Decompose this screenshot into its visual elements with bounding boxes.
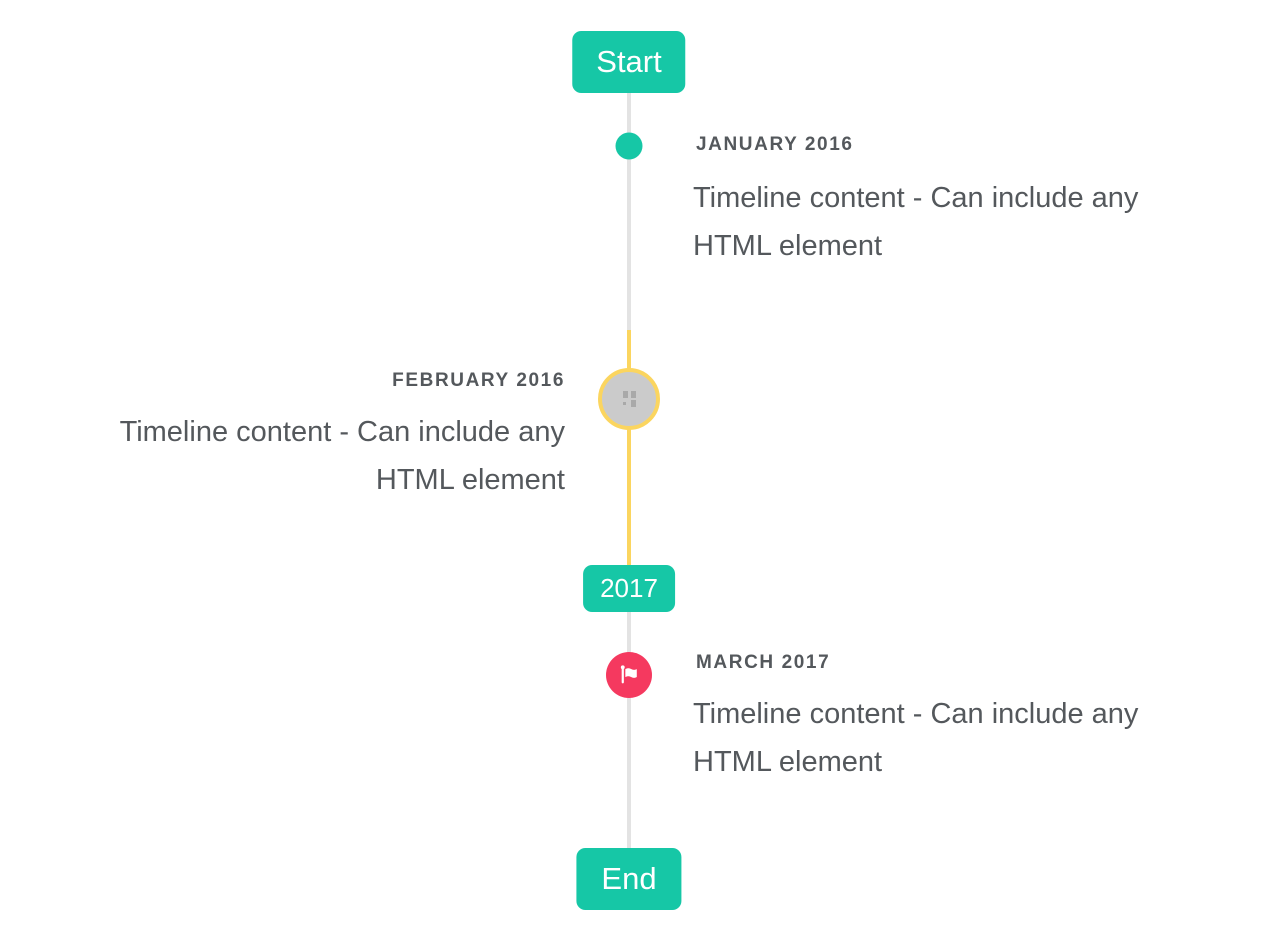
end-badge[interactable]: End: [576, 848, 682, 910]
flag-icon: [620, 665, 637, 684]
timeline-line-segment-bottom: [627, 612, 631, 848]
timeline-line-segment-top: [627, 93, 631, 330]
start-badge[interactable]: Start: [572, 31, 686, 93]
timeline-marker-february[interactable]: [598, 368, 660, 430]
item-content-line: Timeline content - Can include any: [693, 182, 1139, 214]
item-content-line: HTML element: [375, 464, 565, 496]
timeline-marker-march[interactable]: [606, 652, 652, 698]
year-badge-2017[interactable]: 2017: [583, 565, 675, 612]
item-content-line: HTML element: [693, 746, 883, 778]
item-content-january: Timeline content - Can include any HTML …: [693, 174, 1138, 270]
item-content-line: Timeline content - Can include any: [693, 698, 1139, 730]
broken-image-icon: [622, 391, 636, 407]
item-content-line: HTML element: [693, 230, 883, 262]
timeline-marker-january[interactable]: [615, 132, 643, 160]
timeline-line-segment-highlighted: [627, 330, 631, 565]
item-title-january: JANUARY 2016: [696, 134, 854, 155]
item-content-line: Timeline content - Can include any: [119, 416, 565, 448]
item-content-march: Timeline content - Can include any HTML …: [693, 690, 1138, 786]
item-content-february: Timeline content - Can include any HTML …: [120, 408, 565, 504]
item-title-february: FEBRUARY 2016: [392, 370, 565, 391]
item-title-march: MARCH 2017: [696, 652, 831, 673]
